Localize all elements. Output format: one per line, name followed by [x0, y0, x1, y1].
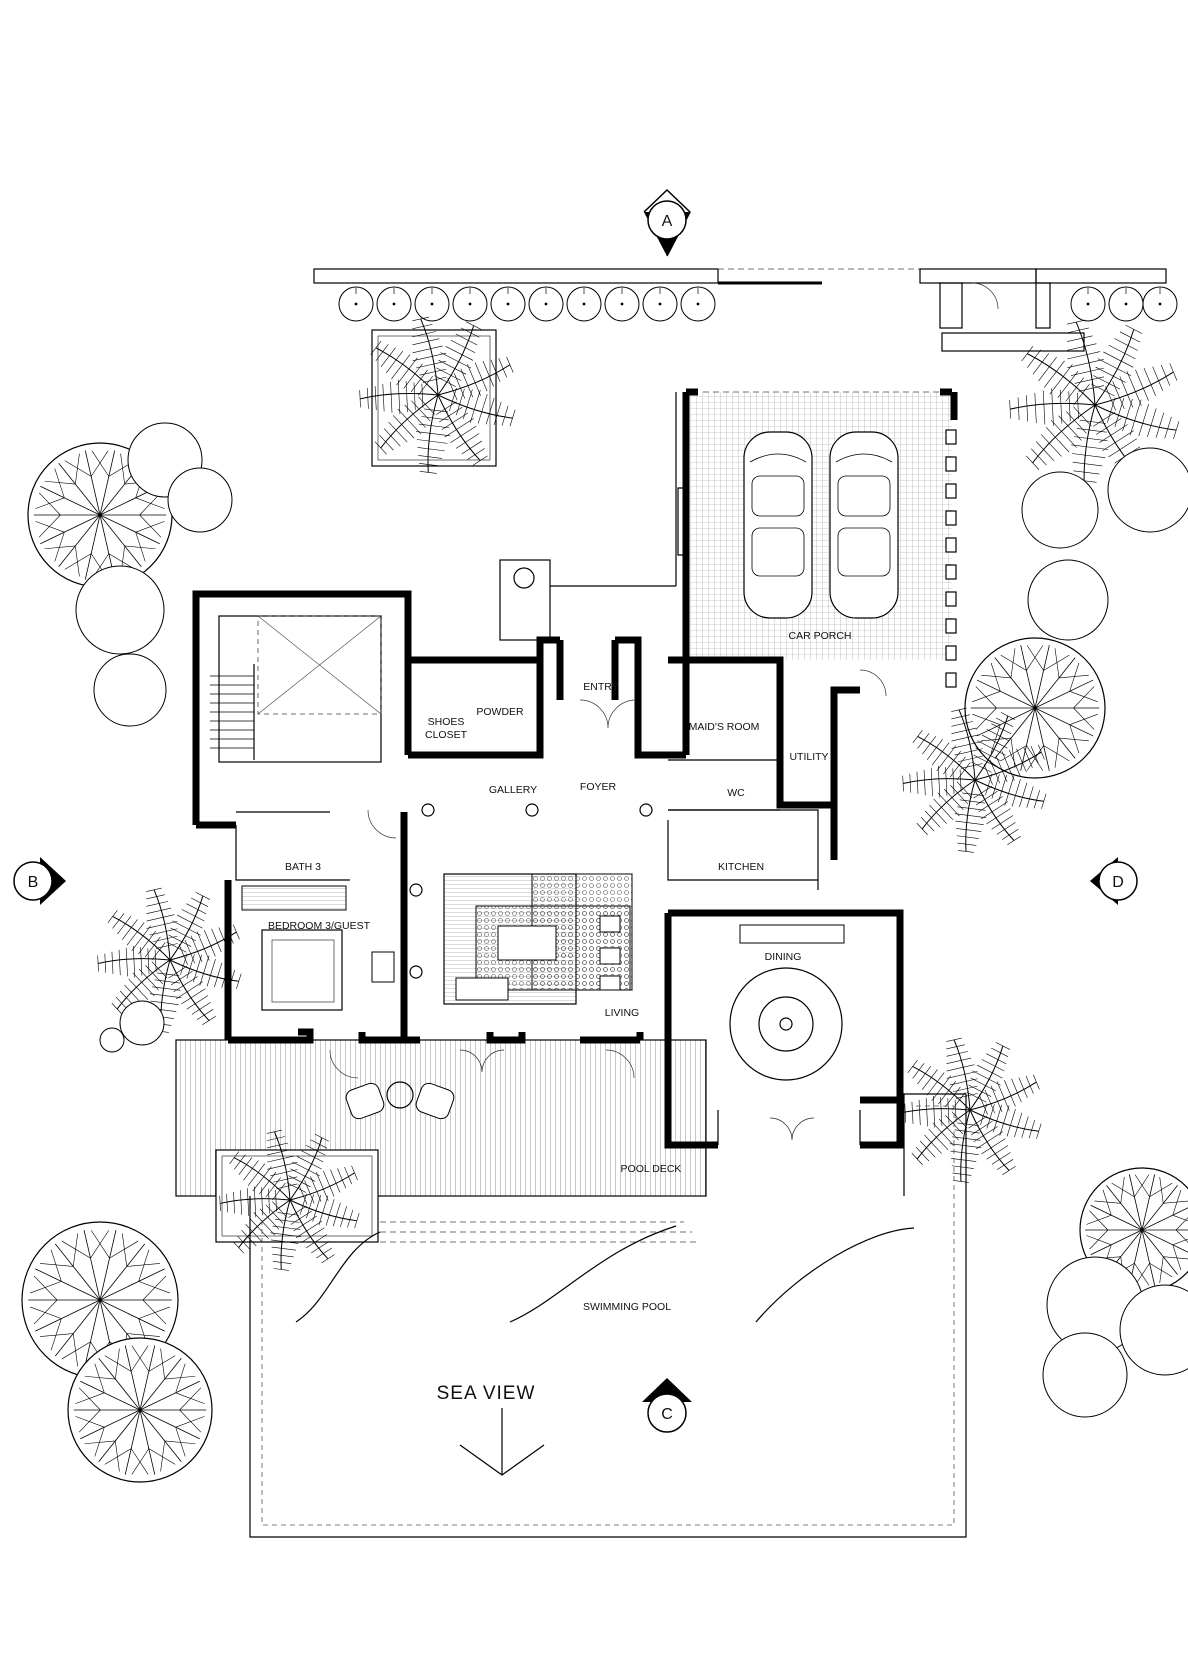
tree-icon	[75, 565, 165, 655]
tree-icon	[1119, 1284, 1188, 1376]
palm-tree-icon	[359, 316, 516, 474]
section-marker-a: A	[643, 188, 691, 257]
room-label-bedroom3: BEDROOM 3/GUEST	[268, 920, 371, 932]
room-label-foyer: FOYER	[580, 781, 617, 793]
room-label-wc: WC	[727, 787, 745, 799]
tree-icon	[167, 467, 233, 533]
shrub-icon	[452, 286, 488, 322]
shrub-icon	[642, 286, 678, 322]
tree-icon	[1107, 447, 1188, 533]
palm-tree-icon	[97, 887, 242, 1033]
dining-table	[729, 924, 845, 1081]
palm-tree-icon	[902, 707, 1047, 853]
room-label-bath3: BATH 3	[285, 861, 321, 873]
bed	[241, 885, 395, 1011]
room-label-powder: POWDER	[476, 706, 524, 718]
palm-tree-icon	[219, 1129, 360, 1271]
tree-icon	[964, 637, 1106, 779]
sofa-set	[443, 873, 633, 1005]
boundary-wall	[313, 268, 1167, 352]
tree-icon	[1021, 471, 1099, 549]
door-swings	[329, 640, 887, 1141]
shrub-icon	[1070, 286, 1106, 322]
cars	[743, 431, 899, 619]
tree-icon	[1042, 1332, 1128, 1418]
shrub-icon	[680, 286, 716, 322]
room-label-living: LIVING	[605, 1007, 639, 1019]
house-walls	[192, 590, 904, 1149]
planter-box	[371, 329, 497, 467]
section-marker-d: D	[1090, 857, 1138, 905]
shrub-icon	[528, 286, 564, 322]
tree-icon	[119, 1000, 165, 1046]
shrub-icon	[604, 286, 640, 322]
light-well	[499, 392, 677, 641]
tree-icon	[1027, 559, 1109, 641]
tree-icon	[99, 1027, 125, 1053]
shrub-icon	[490, 286, 526, 322]
room-label-pool-deck: POOL DECK	[621, 1163, 682, 1175]
room-label-utility: UTILITY	[789, 751, 828, 763]
shrub-icon	[376, 286, 412, 322]
room-label-swimming-pool: SWIMMING POOL	[583, 1301, 671, 1313]
shrub-icon	[1108, 286, 1144, 322]
car-icon	[829, 431, 899, 619]
columns	[409, 803, 653, 979]
marker-label-d: D	[1112, 874, 1124, 891]
marker-label-a: A	[662, 213, 673, 230]
shrub-icon	[1142, 286, 1178, 322]
marker-label-b: B	[28, 874, 39, 891]
sea-view-label: SEA VIEW	[437, 1383, 536, 1404]
room-label-maids-room: MAID'S ROOM	[689, 721, 760, 733]
shrub-icon	[338, 286, 374, 322]
car-icon	[743, 431, 813, 619]
room-label-gallery: GALLERY	[489, 784, 537, 796]
room-label-dining: DINING	[765, 951, 802, 963]
room-label-shoes-closet-line2: CLOSET	[425, 729, 468, 741]
swimming-pool	[249, 1093, 967, 1538]
tree-icon	[93, 653, 167, 727]
room-label-shoes-closet-line1: SHOES	[428, 716, 465, 728]
staircase	[210, 615, 382, 760]
lounge-chairs	[345, 1081, 455, 1120]
car-porch-pillars	[945, 429, 957, 688]
palm-tree-icon	[897, 1037, 1042, 1183]
marker-label-c: C	[661, 1406, 673, 1423]
shrub-icon	[566, 286, 602, 322]
section-marker-b: B	[13, 857, 66, 905]
tree-icon	[67, 1337, 213, 1483]
pool-deck	[175, 1039, 707, 1243]
shrub-icon	[414, 286, 450, 322]
car-porch	[677, 388, 958, 660]
hedge-row	[338, 286, 1178, 322]
down-arrow-icon	[459, 1408, 545, 1476]
section-marker-c: C	[642, 1378, 692, 1433]
room-label-car-porch: CAR PORCH	[788, 630, 851, 642]
room-label-entry: ENTRY	[583, 681, 618, 693]
room-label-kitchen: KITCHEN	[718, 861, 764, 873]
